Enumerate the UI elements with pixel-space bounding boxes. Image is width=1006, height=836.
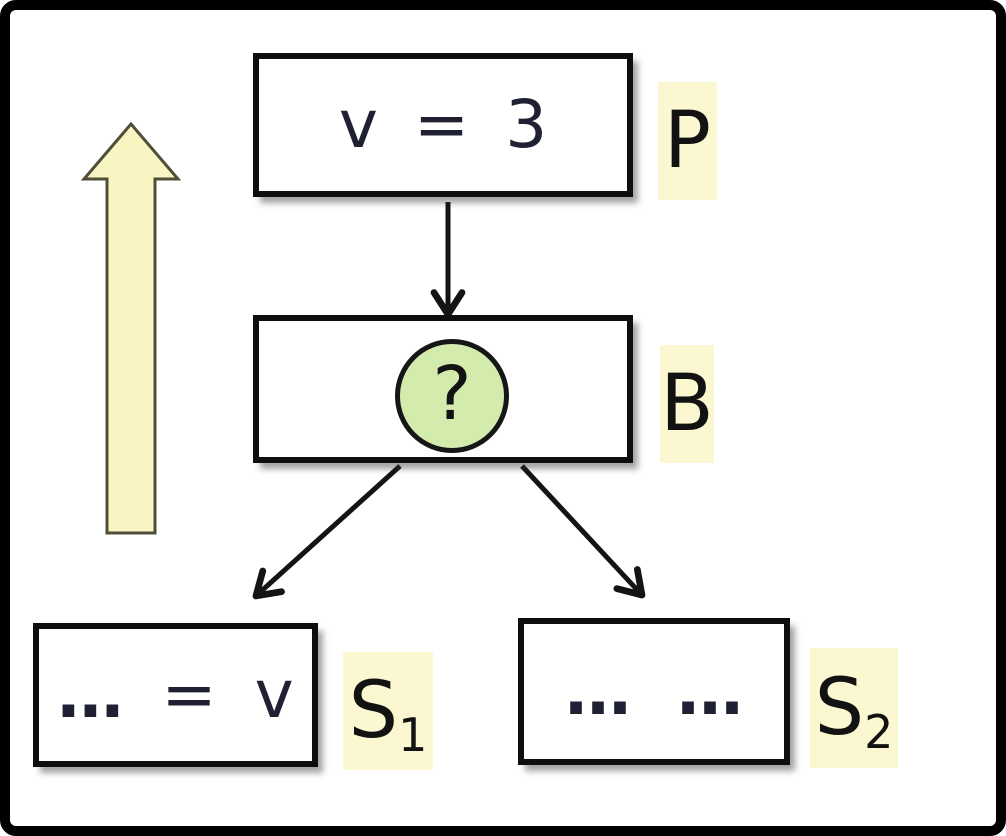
equals-sign: = [413, 86, 470, 163]
question-circle-icon: ? [395, 339, 509, 453]
arrow-b-to-s2 [520, 464, 646, 599]
question-mark: ? [432, 351, 472, 437]
equals-sign: = [161, 656, 217, 733]
node-s1-rhs: v [254, 656, 294, 733]
arrow-b-to-s1 [252, 464, 402, 600]
node-s1: … = v [33, 623, 318, 767]
ellipsis: … [57, 656, 124, 733]
node-s2: … … [518, 618, 790, 765]
ellipsis: … [677, 652, 743, 730]
label-p: P [658, 82, 717, 200]
label-b: B [660, 345, 714, 463]
big-up-arrow-icon [80, 121, 182, 535]
node-p-rhs: 3 [505, 86, 548, 163]
node-p: v = 3 [253, 53, 633, 197]
ellipsis: … [565, 652, 631, 730]
node-p-lhs: v [338, 86, 378, 163]
